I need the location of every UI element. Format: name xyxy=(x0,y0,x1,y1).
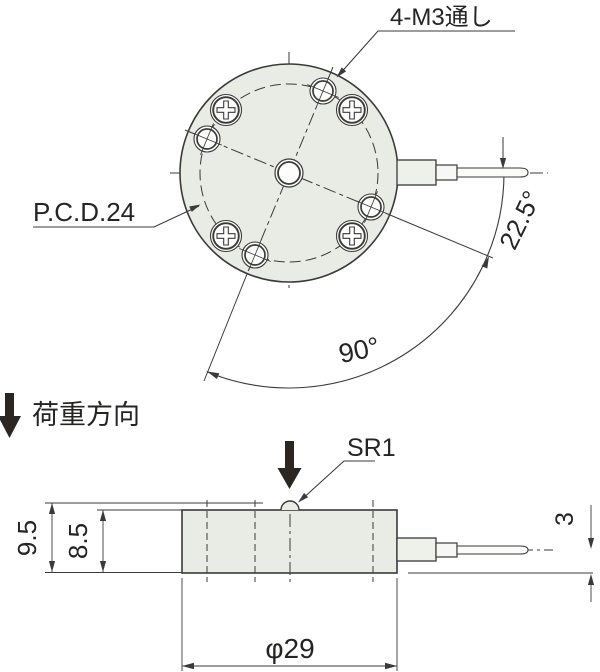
dimension-9-5: 9.5 xyxy=(12,502,263,573)
dimension-arc xyxy=(206,172,505,389)
leader-pcd xyxy=(33,204,201,228)
side-view: SR1 9.5 8.5 3 xyxy=(12,434,595,671)
dimension-dia29: φ29 xyxy=(181,578,398,671)
center-boss-outer xyxy=(274,158,304,188)
label-angle-22-5: 22.5° xyxy=(493,186,547,254)
screw-icon xyxy=(209,93,243,127)
label-pcd: P.C.D.24 xyxy=(33,197,135,227)
cable-connector xyxy=(396,537,437,562)
radial-extension-247 xyxy=(203,273,248,382)
arrowhead xyxy=(499,158,507,169)
leader-4m3 xyxy=(336,30,515,78)
hole-icon xyxy=(356,191,386,223)
label-height-total: 9.5 xyxy=(12,520,42,556)
cable-connector xyxy=(396,159,437,186)
cable-sleeve xyxy=(435,542,458,558)
arrowhead xyxy=(99,510,107,521)
cable-sleeve xyxy=(435,164,458,181)
phillips-screws xyxy=(209,93,369,253)
screw-icon xyxy=(335,93,369,127)
load-arrow-icon xyxy=(277,441,302,489)
label-cable-offset: 3 xyxy=(551,512,579,526)
label-bolt-holes: 4-M3通し xyxy=(390,4,493,31)
arrowhead xyxy=(298,492,309,503)
arrowhead xyxy=(48,561,56,572)
label-load-direction: 荷重方向 xyxy=(32,400,140,430)
radial-extension-337 xyxy=(389,214,494,259)
arc-arrows xyxy=(207,137,507,379)
arrowhead xyxy=(99,561,107,572)
arrowhead xyxy=(587,538,595,549)
load-arrow-icon xyxy=(0,393,21,438)
sr1-dome xyxy=(280,500,300,511)
label-angle-90: 90° xyxy=(336,331,382,369)
screw-icon xyxy=(209,219,243,253)
arrowhead xyxy=(207,371,220,379)
arrowhead xyxy=(189,204,201,212)
hole-icon xyxy=(307,76,339,106)
arrowhead xyxy=(336,67,347,78)
m3-through-holes xyxy=(192,76,386,270)
dimension-8-5: 8.5 xyxy=(63,509,182,572)
screw-icon xyxy=(335,219,369,253)
cable-side-view xyxy=(396,537,553,562)
arrowhead xyxy=(587,574,595,585)
arrowhead xyxy=(385,662,397,670)
arrowhead xyxy=(182,662,194,670)
cable-top-view xyxy=(396,159,529,186)
hole-icon xyxy=(239,240,271,270)
arrowhead xyxy=(48,503,56,514)
hole-icon xyxy=(192,123,222,155)
label-height-body: 8.5 xyxy=(63,523,93,559)
label-diameter: φ29 xyxy=(265,633,314,664)
cable-wire xyxy=(456,545,529,555)
label-sr1: SR1 xyxy=(347,434,396,462)
dimension-3: 3 xyxy=(408,505,595,602)
load-direction: 荷重方向 xyxy=(0,393,140,438)
leader-sr1 xyxy=(298,460,375,503)
cable-wire xyxy=(456,167,529,178)
arrowhead xyxy=(481,256,489,269)
pcd-circle xyxy=(199,83,379,263)
center-boss-inner xyxy=(277,161,301,185)
top-view: 4-M3通し P.C.D.24 90° 22.5° xyxy=(33,4,548,389)
